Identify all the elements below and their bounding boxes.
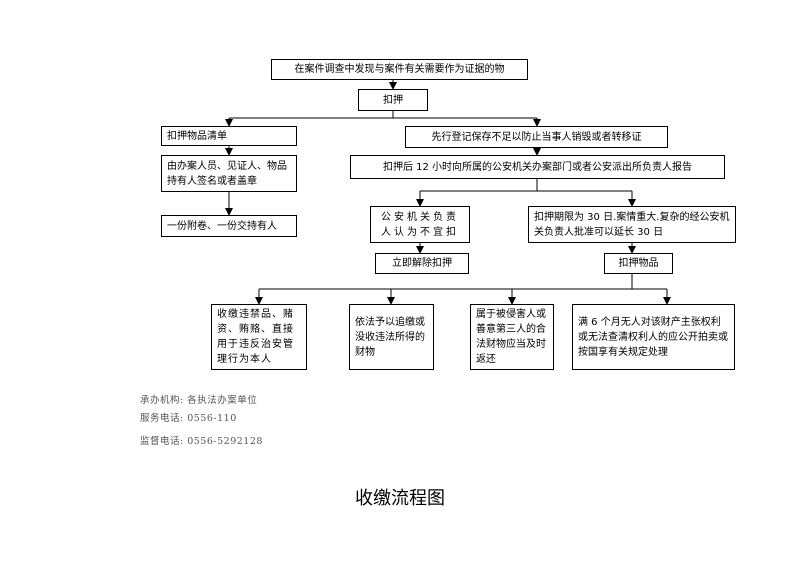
node-seize: 扣押 (358, 89, 428, 111)
footer-org: 承办机构: 各执法办案单位 (140, 395, 258, 406)
node-victim: 属于被侵害人或善意第三人的合法财物应当及时返还 (470, 304, 554, 370)
footer-supervise-phone: 监督电话: 0556-5292128 (140, 436, 263, 447)
node-contraband: 收缴违禁品、赌资、贿赂、直接用于违反治安管理行为本人 (211, 304, 307, 370)
node-list: 扣押物品清单 (161, 126, 297, 146)
node-recover: 依法予以追缴或没收违法所得的财物 (349, 304, 434, 370)
node-copies: 一份附卷、一份交持有人 (161, 215, 297, 237)
node-register: 先行登记保存不足以防止当事人销毁或者转移证 (405, 126, 668, 148)
node-discover: 在案件调查中发现与案件有关需要作为证据的物 (271, 59, 528, 80)
node-period: 扣押期限为 30 日.案情重大.复杂的经公安机关负责人批准可以延长 30 日 (528, 206, 736, 243)
node-release: 立即解除扣押 (375, 253, 469, 274)
footer-service-phone: 服务电话: 0556-110 (140, 413, 237, 424)
page-title: 收缴流程图 (355, 488, 445, 509)
node-seize-goods: 扣押物品 (604, 253, 673, 274)
node-unclaimed: 满 6 个月无人对该财产主张权利或无法查清权利人的应公开拍卖或按国享有关规定处理 (572, 304, 735, 370)
node-sign: 由办案人员、见证人、物品持有人签名或者盖章 (161, 155, 297, 192)
node-report: 扣押后 12 小时向所属的公安机关办案部门或者公安派出所负责人报告 (350, 155, 725, 179)
node-inappropriate: 公安机关负责人认为不宜扣 (370, 206, 470, 243)
